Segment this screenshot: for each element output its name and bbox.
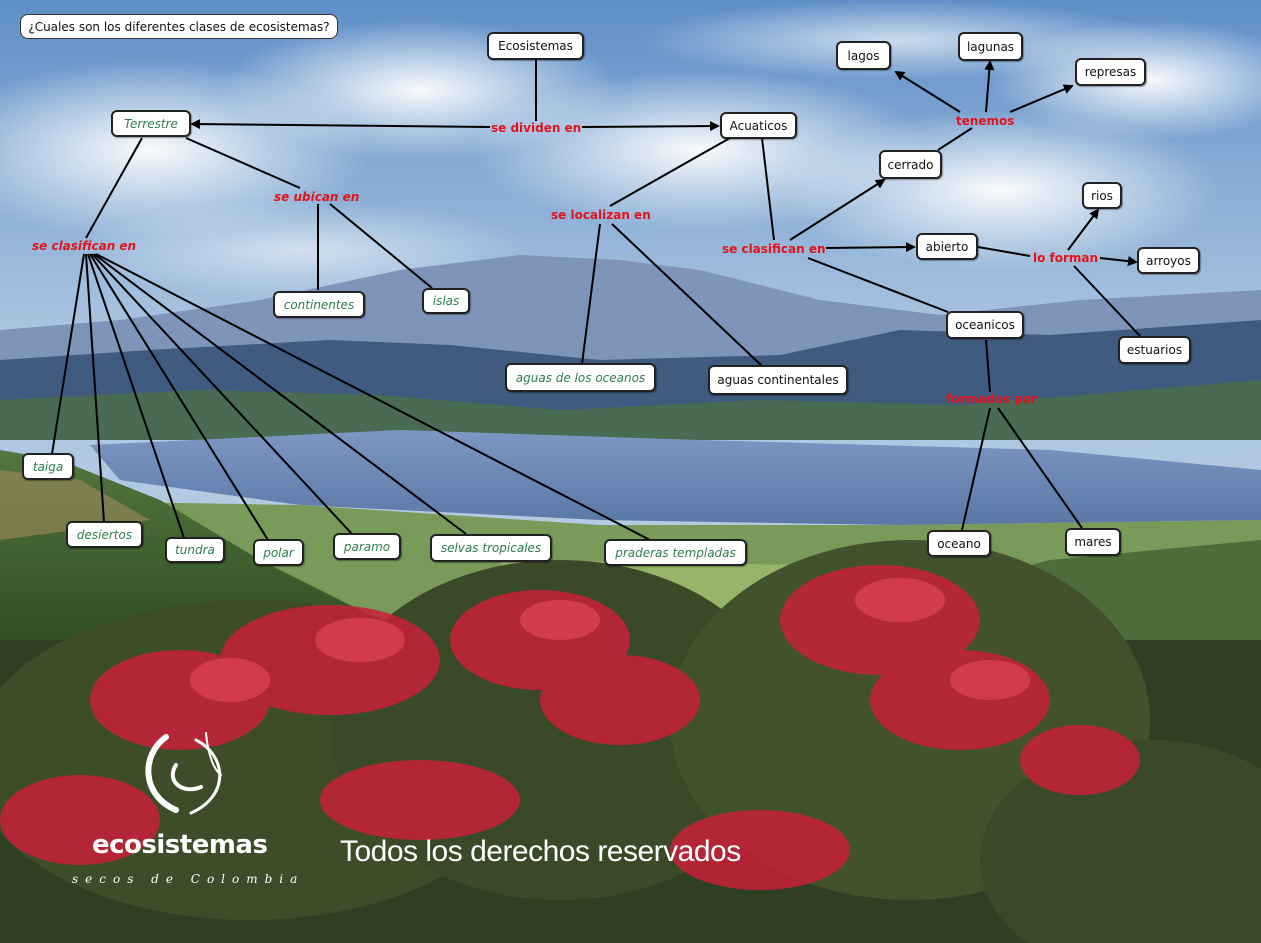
link-se-ubican-en: se ubican en [274, 190, 360, 204]
node-desiertos[interactable]: desiertos [66, 521, 143, 548]
node-continentes[interactable]: continentes [273, 291, 365, 318]
brand-logo-icon [145, 732, 222, 815]
link-formados-por: formados por [946, 392, 1037, 406]
question-box: ¿Cuales son los diferentes clases de eco… [20, 14, 338, 39]
node-cerrado[interactable]: cerrado [879, 150, 942, 179]
edge-tenemos-represas [1009, 84, 1074, 113]
edge-clasif-praderas [95, 253, 651, 541]
edge-clasifican-oceanicos [807, 257, 949, 313]
brand-name: ecosistemas [92, 830, 268, 860]
edge-abierto-loforman [977, 246, 1031, 257]
link-tenemos: tenemos [956, 114, 1015, 128]
edge-loforman-estuarios [1073, 265, 1141, 337]
link-lo-forman: lo forman [1033, 251, 1099, 265]
edge-loforman-arroyos [1099, 256, 1138, 267]
node-lagos[interactable]: lagos [836, 41, 891, 70]
edge-terrestre-ubican [185, 137, 301, 189]
brand-subtitle: secos de Colombia [72, 872, 305, 886]
node-mares[interactable]: mares [1065, 528, 1121, 556]
edge-formados-mares [997, 407, 1083, 529]
node-rios[interactable]: rios [1082, 182, 1122, 209]
edge-cerrado-tenemos [937, 127, 973, 151]
node-arroyos[interactable]: arroyos [1137, 247, 1200, 274]
rights-notice: Todos los derechos reservados [340, 835, 741, 868]
edge-acuaticos-clasifican [761, 137, 775, 241]
link-se-localizan-en: se localizan en [551, 208, 651, 222]
edge-clasif-tundra [87, 253, 185, 539]
node-lagunas[interactable]: lagunas [958, 32, 1023, 61]
node-oceanicos[interactable]: oceanicos [946, 311, 1024, 339]
edge-clasif-polar [89, 253, 269, 541]
node-acuaticos[interactable]: Acuaticos [720, 112, 797, 139]
edge-clasifican-abierto [825, 242, 916, 253]
edge-dividen-terrestre [190, 119, 491, 130]
edge-tenemos-lagunas [984, 60, 995, 113]
edge-oceanicos-formados [985, 339, 991, 393]
edge-clasif-paramo [91, 253, 353, 535]
link-se-dividen-en: se dividen en [491, 121, 582, 135]
edge-dividen-acuaticos [581, 121, 720, 132]
edge-acuaticos-localizan [609, 137, 731, 207]
edge-clasif-desiertos [85, 253, 105, 523]
node-aguas-oceanos[interactable]: aguas de los oceanos [505, 363, 656, 392]
edge-loforman-rios [1067, 208, 1100, 251]
node-oceano[interactable]: oceano [927, 530, 991, 557]
edge-ubican-islas [329, 203, 433, 289]
edge-formados-oceano [961, 407, 991, 531]
edge-clasif-taiga [51, 253, 85, 455]
node-paramo[interactable]: paramo [333, 533, 401, 560]
link-se-clasifican-en-acuaticos: se clasifican en [722, 242, 826, 256]
node-represas[interactable]: represas [1075, 58, 1146, 86]
node-ecosistemas[interactable]: Ecosistemas [487, 32, 584, 60]
edge-clasif-selvas [93, 253, 467, 535]
node-abierto[interactable]: abierto [916, 233, 978, 260]
node-terrestre[interactable]: Terrestre [111, 110, 191, 137]
link-se-clasifican-en-terrestre: se clasifican en [32, 239, 137, 253]
edge-terrestre-clasifican [85, 137, 143, 239]
node-tundra[interactable]: tundra [165, 537, 225, 563]
node-praderas-templadas[interactable]: praderas templadas [604, 539, 747, 566]
node-taiga[interactable]: taiga [22, 453, 74, 480]
node-islas[interactable]: islas [422, 288, 470, 314]
node-polar[interactable]: polar [253, 539, 304, 566]
node-estuarios[interactable]: estuarios [1118, 336, 1191, 364]
edge-clasifican-cerrado [789, 178, 886, 241]
edge-localizan-continentales [611, 223, 763, 367]
edge-tenemos-lagos [894, 70, 961, 113]
edge-localizan-oceanos [581, 223, 601, 365]
node-aguas-continentales[interactable]: aguas continentales [708, 365, 848, 395]
node-selvas-tropicales[interactable]: selvas tropicales [430, 534, 552, 562]
